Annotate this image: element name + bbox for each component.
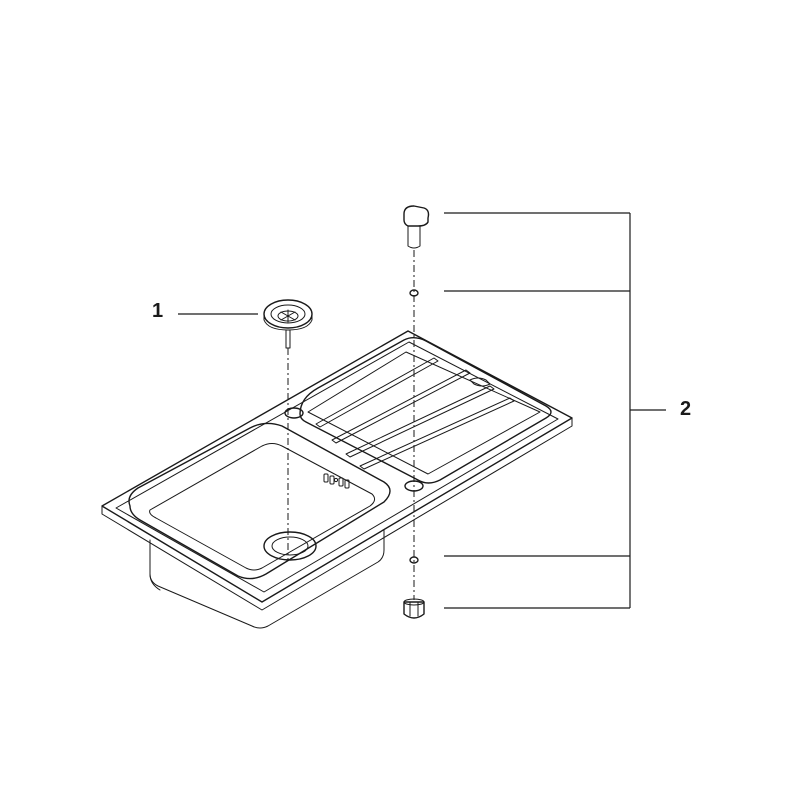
basket-strainer bbox=[263, 299, 313, 349]
callout-label-1: 1 bbox=[152, 300, 164, 322]
lock-nut bbox=[403, 598, 425, 619]
sink-bowl bbox=[128, 422, 391, 629]
popup-knob bbox=[403, 205, 430, 249]
sink-frame bbox=[101, 330, 573, 611]
overflow-slots bbox=[323, 473, 350, 489]
tap-hole-left bbox=[284, 407, 304, 419]
drainboard bbox=[299, 337, 552, 484]
callout-label-2: 2 bbox=[680, 398, 692, 420]
drainboard-ribs bbox=[315, 357, 515, 470]
leader-lines bbox=[178, 212, 666, 609]
